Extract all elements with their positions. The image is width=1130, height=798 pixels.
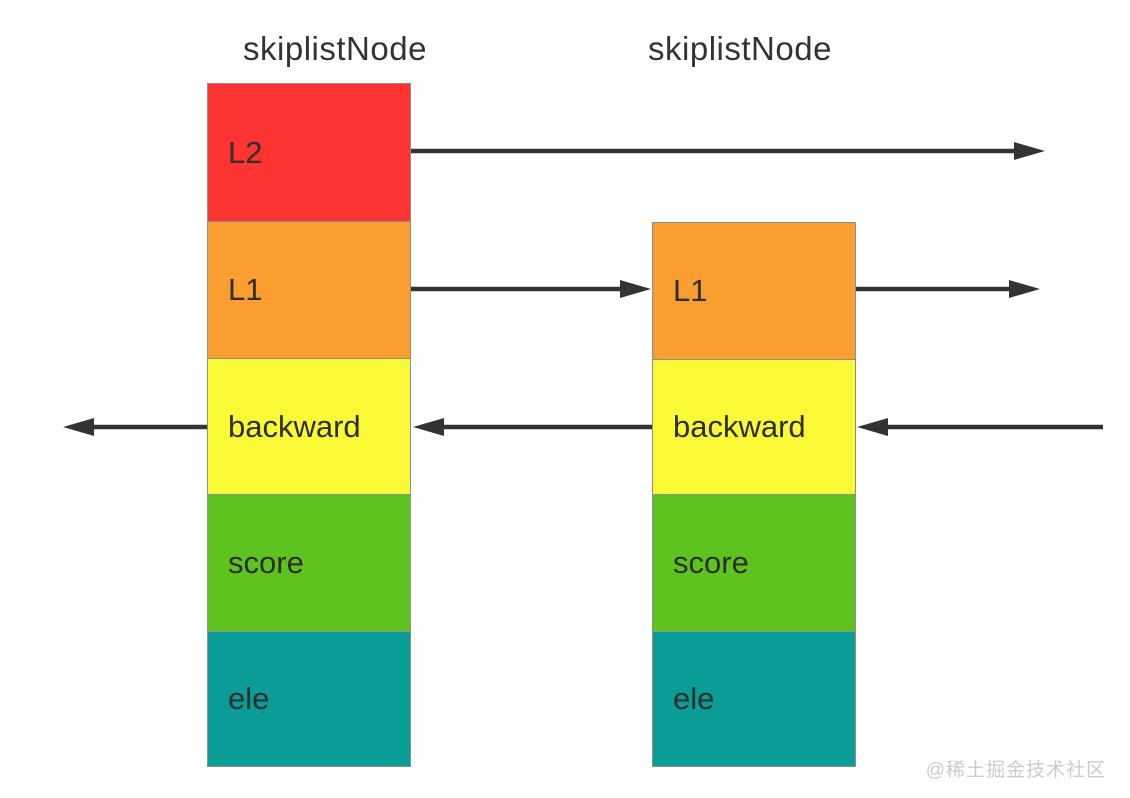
watermark: @稀土掘金技术社区	[925, 760, 1106, 781]
node2-field-score-label: score	[673, 545, 749, 580]
l1-link-arrow	[411, 280, 651, 298]
node2-field-ele-label: ele	[673, 681, 715, 716]
node1-field-score-label: score	[228, 545, 304, 580]
node1-field-score: score	[208, 495, 410, 632]
node2-field-backward: backward	[653, 360, 855, 495]
backward-link-arrow	[413, 418, 652, 436]
node1-field-l1-label: L1	[228, 272, 263, 307]
node1-field-l2: L2	[208, 84, 410, 222]
node1-title: skiplistNode	[243, 30, 427, 67]
backward-in-right-arrow	[857, 418, 1103, 436]
node2-field-l1: L1	[653, 223, 855, 360]
node1-field-ele: ele	[208, 632, 410, 766]
skiplist-node-1: L2 L1 backward score ele	[207, 83, 411, 767]
node2-field-l1-label: L1	[673, 273, 708, 308]
node1-field-backward-label: backward	[228, 408, 361, 444]
l1-forward-arrow	[856, 280, 1040, 298]
l2-forward-arrow	[411, 142, 1045, 160]
node2-field-ele: ele	[653, 632, 855, 766]
backward-out-left-arrow	[63, 418, 207, 436]
node1-field-l1: L1	[208, 222, 410, 359]
node1-field-backward: backward	[208, 359, 410, 495]
node2-title: skiplistNode	[648, 30, 832, 67]
node1-field-ele-label: ele	[228, 681, 270, 716]
node2-field-score: score	[653, 495, 855, 632]
skiplist-node-2: L1 backward score ele	[652, 222, 856, 767]
node2-field-backward-label: backward	[673, 409, 806, 444]
node1-field-l2-label: L2	[228, 134, 263, 170]
